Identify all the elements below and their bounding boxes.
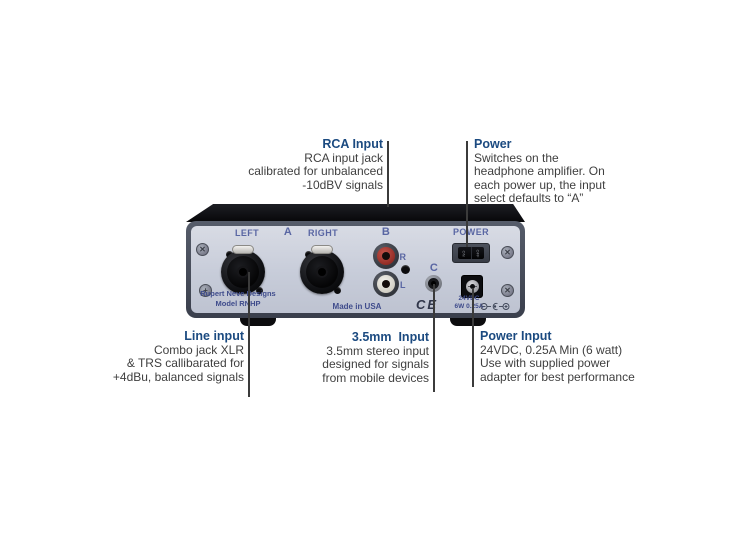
power-switch: ON OFF <box>452 243 490 263</box>
xlr-combo-jack-right <box>300 250 344 294</box>
jack-screw-icon <box>256 287 263 294</box>
35mm-jack-hole <box>431 281 436 286</box>
callout-line-input: Line input Combo jack XLR & TRS callibar… <box>74 329 244 384</box>
connector-line-rca-input <box>387 141 389 207</box>
rating-line2: 6W 0.25A <box>454 303 484 310</box>
power-switch-rocker: ON OFF <box>458 247 484 259</box>
callout-power-line: each power up, the input <box>474 177 606 192</box>
callout-power-line: select defaults to “A” <box>474 191 584 205</box>
label-rca-l: L <box>400 280 406 290</box>
brand-line1: Rupert Neve Designs <box>200 289 276 298</box>
callout-power-input-line: adapter for best performance <box>480 369 635 384</box>
callout-power-input-line: Use with supplied power <box>480 356 611 370</box>
callout-rca-input-line: RCA input jack <box>304 150 383 165</box>
label-input-c: C <box>429 262 439 274</box>
callout-power-line: headphone amplifier. On <box>474 164 605 178</box>
callout-35mm-input-title: 3.5mm Input <box>351 330 429 344</box>
label-left: LEFT <box>234 228 260 238</box>
device-rear-panel: ✕ + ✕ ✕ LEFT A RIGHT Rupert Neve Designs… <box>186 221 525 318</box>
rca-hole <box>382 280 390 288</box>
trs-hole <box>237 266 249 278</box>
panel-screw-icon: ✕ <box>196 243 209 256</box>
callout-power-input-title: Power Input <box>480 329 552 343</box>
callout-power-input: Power Input 24VDC, 0.25A Min (6 watt) Us… <box>480 329 680 384</box>
ce-mark: CE <box>416 297 439 312</box>
trs-hole <box>316 266 328 278</box>
callout-power: Power Switches on the headphone amplifie… <box>474 137 652 206</box>
connector-line-35mm-input <box>433 284 435 392</box>
connector-line-power-input <box>472 288 474 387</box>
rocker-divider <box>470 247 472 259</box>
panel-screw-icon: ✕ <box>501 246 514 259</box>
callout-power-title: Power <box>474 137 512 151</box>
xlr-combo-jack-left <box>221 250 265 294</box>
callout-line-input-title: Line input <box>184 329 244 343</box>
switch-on-mark: ON <box>461 250 467 256</box>
label-rca-r: R <box>399 252 407 262</box>
device-foot-left <box>240 316 276 326</box>
switch-off-mark: OFF <box>475 249 481 257</box>
jack-screw-icon <box>334 287 341 294</box>
callout-rca-input-line: -10dBV signals <box>302 177 383 192</box>
label-power: POWER <box>452 227 490 237</box>
callout-line-input-line: & TRS callibarated for <box>126 356 244 370</box>
callout-35mm-input-line: 3.5mm stereo input <box>326 343 429 358</box>
jack-screw-icon <box>401 265 410 274</box>
connector-line-power <box>466 141 468 247</box>
label-input-b: B <box>381 226 391 238</box>
brand-line2: Model RNHP <box>215 298 261 308</box>
callout-35mm-input: 3.5mm Input 3.5mm stereo input designed … <box>264 330 429 385</box>
rating-line1: 24VDC <box>458 295 480 302</box>
dc-polarity-icon <box>480 302 510 311</box>
callout-35mm-input-line: designed for signals <box>322 357 429 371</box>
rca-hole <box>382 252 390 260</box>
label-input-a: A <box>283 226 293 238</box>
callout-line-input-line: +4dBu, balanced signals <box>112 369 244 384</box>
connector-line-line-input <box>248 272 250 397</box>
made-in-usa-text: Made in USA <box>332 302 382 311</box>
callout-rca-input-title: RCA Input <box>322 137 383 151</box>
power-rating-text: 24VDC 6W 0.25A <box>445 295 493 311</box>
label-right: RIGHT <box>308 228 338 238</box>
panel-screw-icon: ✕ <box>501 284 514 297</box>
35mm-jack <box>425 275 442 292</box>
callout-rca-input: RCA Input RCA input jack calibrated for … <box>203 137 383 192</box>
callout-power-input-line: 24VDC, 0.25A Min (6 watt) <box>480 342 623 357</box>
xlr-latch-left <box>232 245 254 254</box>
xlr-latch-right <box>311 245 333 254</box>
brand-text: Rupert Neve Designs Model RNHP <box>184 289 292 308</box>
device-chassis-top <box>186 204 525 222</box>
device-foot-right <box>450 316 486 326</box>
dc-jack-pin <box>469 284 475 289</box>
dc-jack-ring <box>465 280 479 293</box>
panel-screw-icon: + <box>199 284 212 297</box>
callout-35mm-input-line: from mobile devices <box>322 370 429 385</box>
callout-line-input-line: Combo jack XLR <box>153 342 244 357</box>
rca-jack-left-white <box>373 271 399 297</box>
callout-rca-input-line: calibrated for unbalanced <box>248 164 383 178</box>
rca-jack-right-red <box>373 243 399 269</box>
callout-power-line: Switches on the <box>474 150 559 165</box>
